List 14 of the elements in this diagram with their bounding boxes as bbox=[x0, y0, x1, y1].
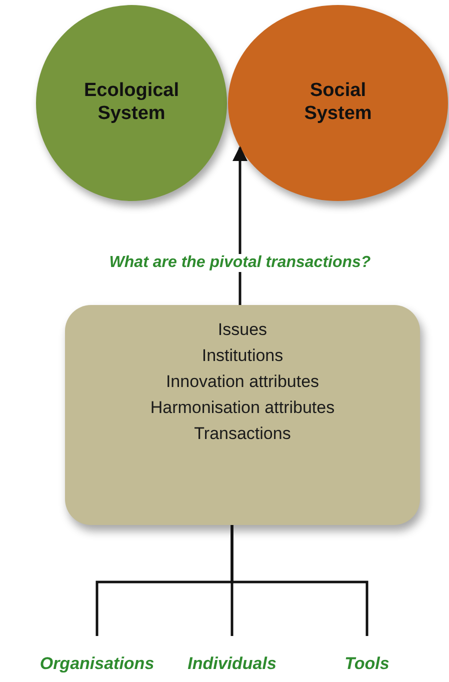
edge-label: What are the pivotal transactions? bbox=[107, 254, 373, 272]
attribute-text: Institutions bbox=[202, 345, 284, 367]
attribute-text: Harmonisation attributes bbox=[150, 397, 335, 419]
arrow bbox=[232, 146, 248, 305]
attribute-text: Innovation attributes bbox=[166, 371, 320, 393]
attribute-text: Transactions bbox=[194, 423, 291, 445]
actor-label: Organisations bbox=[40, 654, 154, 674]
circle-label: Social System bbox=[303, 80, 373, 126]
actor-label: Tools bbox=[344, 654, 390, 674]
actor-label: Individuals bbox=[188, 654, 276, 674]
attributes-card bbox=[65, 305, 420, 525]
attribute-text: Issues bbox=[218, 319, 268, 341]
connector-line bbox=[230, 525, 368, 636]
circle-label: Ecological System bbox=[82, 80, 180, 126]
